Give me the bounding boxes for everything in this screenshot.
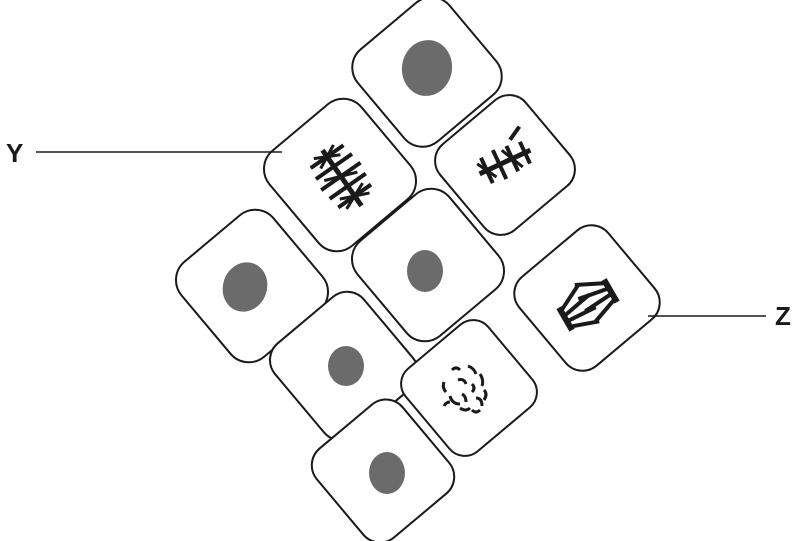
nucleus — [407, 250, 443, 292]
label-z: Z — [775, 301, 791, 331]
cell-z-anaphase — [505, 216, 668, 379]
label-y: Y — [6, 138, 23, 168]
nucleus — [328, 346, 364, 386]
nucleus — [369, 452, 405, 494]
